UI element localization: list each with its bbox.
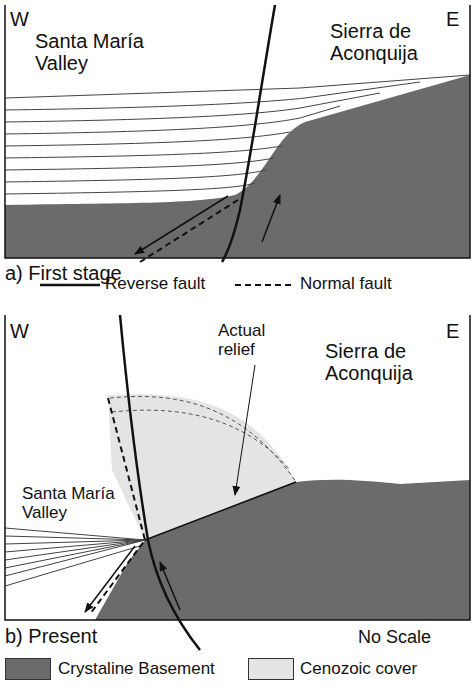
- frame: [5, 5, 470, 258]
- normal-fault: [90, 398, 145, 614]
- panel-title: b) Present: [5, 625, 205, 647]
- slip-arrow: [262, 195, 280, 242]
- leader-line: [235, 365, 255, 495]
- region-label: Sierra de Aconquija: [325, 340, 455, 384]
- reverse-fault: [120, 315, 200, 650]
- compass-label: E: [446, 8, 474, 30]
- strata: [5, 528, 145, 586]
- panel-b: [5, 315, 470, 650]
- legend-line: [40, 284, 100, 287]
- reverse-fault: [222, 5, 275, 262]
- basement: [5, 75, 470, 258]
- region-label: Santa María Valley: [35, 30, 155, 74]
- legend-text: Cenozoic cover: [300, 660, 417, 679]
- strata: [5, 75, 470, 194]
- slip-arrow: [135, 196, 228, 254]
- legend-text: Normal fault: [300, 275, 392, 294]
- legend-line: [235, 284, 295, 286]
- legend-swatch: [5, 658, 51, 680]
- region-label: Santa María Valley: [22, 485, 122, 522]
- region-label: Sierra de Aconquija: [330, 20, 460, 64]
- slip-arrow: [85, 546, 135, 612]
- legend-text: Reverse fault: [105, 275, 205, 294]
- callout-label: Actual relief: [218, 322, 298, 359]
- note-label: No Scale: [358, 628, 468, 648]
- compass-label: W: [10, 8, 40, 30]
- relief-line: [145, 482, 296, 540]
- legend-text: Crystaline Basement: [58, 660, 215, 679]
- legend-swatch: [248, 658, 294, 680]
- compass-label: W: [10, 320, 40, 342]
- frame: [5, 315, 470, 620]
- compass-label: E: [446, 320, 474, 342]
- panel-a: [5, 5, 470, 262]
- slip-arrow: [160, 562, 180, 610]
- normal-fault: [140, 200, 238, 262]
